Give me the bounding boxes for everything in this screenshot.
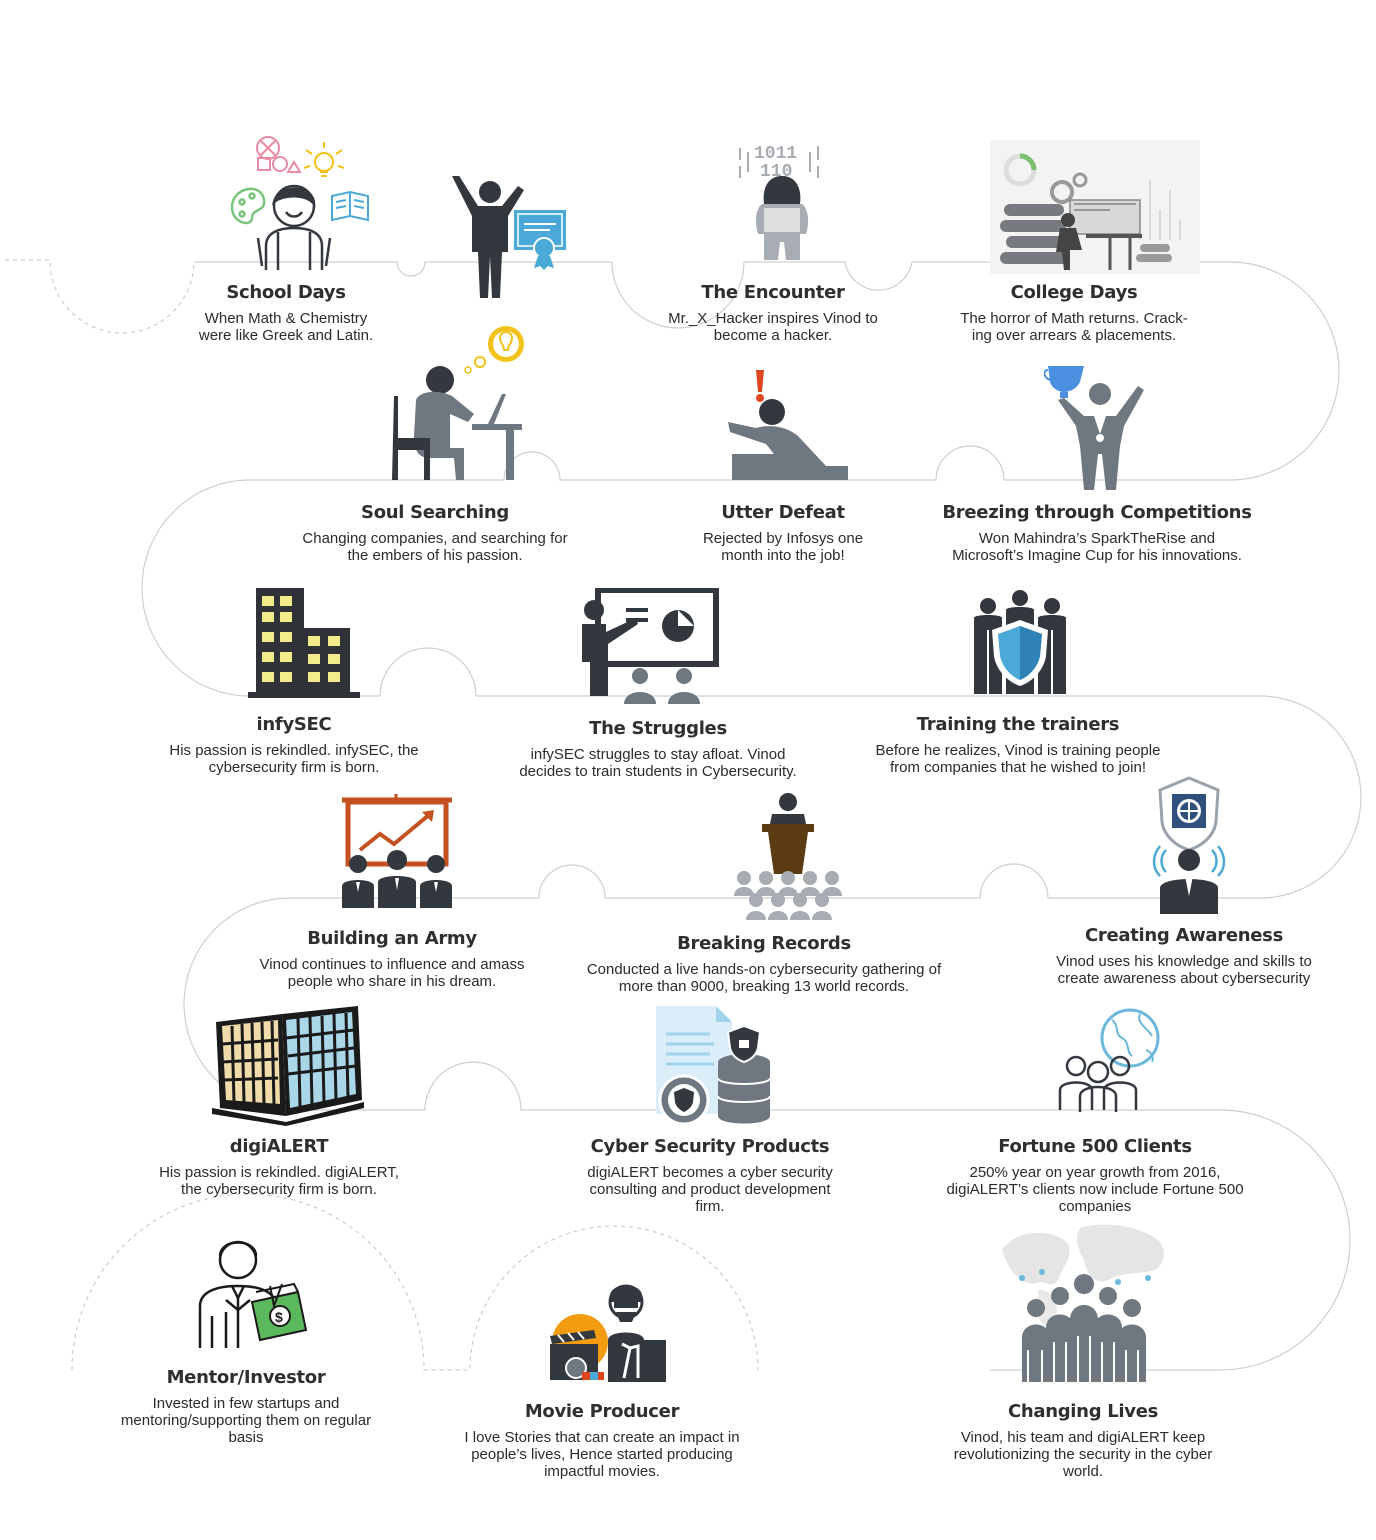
milestone-desc: The horror of Math returns. Crack- ing o… — [960, 310, 1188, 344]
milestone-desc: When Math & Chemistry were like Greek an… — [198, 310, 374, 344]
study-desk-icon — [990, 140, 1200, 274]
secure-database-icon — [652, 1004, 776, 1128]
milestone-desc: His passion is rekindled. infySEC, the c… — [169, 742, 419, 776]
trophy-winner-icon — [1044, 364, 1148, 492]
milestone-desc: Vinod uses his knowledge and skills to c… — [1056, 953, 1312, 987]
milestone-title: Building an Army — [307, 928, 477, 949]
milestone-training-the-trainers: Training the trainers Before he realizes… — [864, 714, 1172, 776]
milestone-title: College Days — [1010, 282, 1138, 303]
milestone-fortune-500-clients: Fortune 500 Clients 250% year on year gr… — [934, 1136, 1256, 1215]
milestone-title: Cyber Security Products — [590, 1136, 830, 1157]
milestone-title: Movie Producer — [524, 1401, 680, 1422]
milestone-mentor-investor: Mentor/Investor Invested in few startups… — [108, 1367, 384, 1446]
milestone-desc: Conducted a live hands-on cybersecurity … — [586, 961, 942, 995]
milestone-school-days: School Days When Math & Chemistry were l… — [186, 282, 386, 344]
hacker-icon: 1011 110 — [734, 138, 824, 264]
milestone-desc: Vinod continues to influence and amass p… — [259, 956, 525, 990]
investor-money-icon: $ — [198, 1236, 308, 1350]
milestone-desc: infySEC struggles to stay afloat. Vinod … — [519, 746, 797, 780]
milestone-title: School Days — [226, 282, 346, 303]
milestone-title: Mentor/Investor — [166, 1367, 326, 1388]
milestone-desc: Vinod, his team and digiALERT keep revol… — [953, 1429, 1213, 1480]
milestone-title: Breezing through Competitions — [942, 502, 1252, 523]
student-icon — [222, 132, 372, 272]
presentation-icon — [580, 588, 720, 706]
milestone-infysec: infySEC His passion is rekindled. infySE… — [156, 714, 432, 776]
milestone-breaking-records: Breaking Records Conducted a live hands-… — [574, 933, 954, 995]
milestone-title: The Struggles — [589, 718, 727, 739]
global-clients-icon — [1056, 1006, 1166, 1116]
milestone-desc: Rejected by Infosys one month into the j… — [702, 530, 864, 564]
graduate-certificate-icon — [452, 176, 572, 300]
milestone-the-struggles: The Struggles infySEC struggles to stay … — [506, 718, 810, 780]
defeated-person-icon — [726, 366, 852, 486]
svg-text:$: $ — [275, 1309, 283, 1325]
milestone-breezing-through-competitions: Breezing through Competitions Won Mahind… — [940, 502, 1254, 564]
milestone-desc: His passion is rekindled. digiALERT, the… — [159, 1164, 399, 1198]
milestone-title: Utter Defeat — [721, 502, 845, 523]
milestone-utter-defeat: Utter Defeat Rejected by Infosys one mon… — [670, 502, 896, 564]
milestone-digialert: digiALERT His passion is rekindled. digi… — [148, 1136, 410, 1198]
world-community-icon — [998, 1220, 1170, 1384]
office-building-icon — [248, 588, 360, 698]
milestone-title: Breaking Records — [677, 933, 851, 954]
milestone-college-days: College Days The horror of Math returns.… — [946, 282, 1202, 344]
milestone-title: Changing Lives — [1007, 1401, 1159, 1422]
milestone-building-an-army: Building an Army Vinod continues to infl… — [250, 928, 534, 990]
milestone-changing-lives: Changing Lives Vinod, his team and digiA… — [938, 1401, 1228, 1480]
milestone-desc: Invested in few startups and mentoring/s… — [120, 1395, 372, 1446]
milestone-title: The Encounter — [701, 282, 845, 303]
milestone-title: Soul Searching — [361, 502, 509, 523]
milestone-desc: Before he realizes, Vinod is training pe… — [875, 742, 1161, 776]
thinking-at-desk-icon — [390, 322, 530, 482]
milestone-title: Creating Awareness — [1084, 925, 1284, 946]
team-growth-icon — [340, 794, 454, 910]
milestone-soul-searching: Soul Searching Changing companies, and s… — [290, 502, 580, 564]
milestone-title: digiALERT — [229, 1136, 329, 1157]
milestone-title: Training the trainers — [916, 714, 1120, 735]
milestone-desc: Mr._X_Hacker inspires Vinod to become a … — [668, 310, 878, 344]
milestone-desc: 250% year on year growth from 2016, digi… — [946, 1164, 1244, 1215]
speaker-audience-icon — [732, 792, 842, 922]
security-team-icon — [970, 590, 1070, 696]
milestone-movie-producer: Movie Producer I love Stories that can c… — [452, 1401, 752, 1480]
milestone-desc: I love Stories that can create an impact… — [464, 1429, 740, 1480]
milestone-the-encounter: The Encounter Mr._X_Hacker inspires Vino… — [650, 282, 896, 344]
movie-producer-icon — [546, 1282, 670, 1386]
milestone-creating-awareness: Creating Awareness Vinod uses his knowle… — [1044, 925, 1324, 987]
milestone-title: Fortune 500 Clients — [998, 1136, 1192, 1157]
milestone-desc: digiALERT becomes a cyber security consu… — [587, 1164, 833, 1215]
corporate-buildings-icon — [212, 1004, 364, 1126]
shield-speaker-icon — [1152, 776, 1226, 916]
milestone-desc: Won Mahindra’s SparkTheRise and Microsof… — [952, 530, 1242, 564]
hacker-binary-top: 1011 — [754, 144, 797, 164]
milestone-title: infySEC — [256, 714, 332, 735]
milestone-cyber-security-products: Cyber Security Products digiALERT become… — [574, 1136, 846, 1215]
milestone-desc: Changing companies, and searching for th… — [302, 530, 568, 564]
